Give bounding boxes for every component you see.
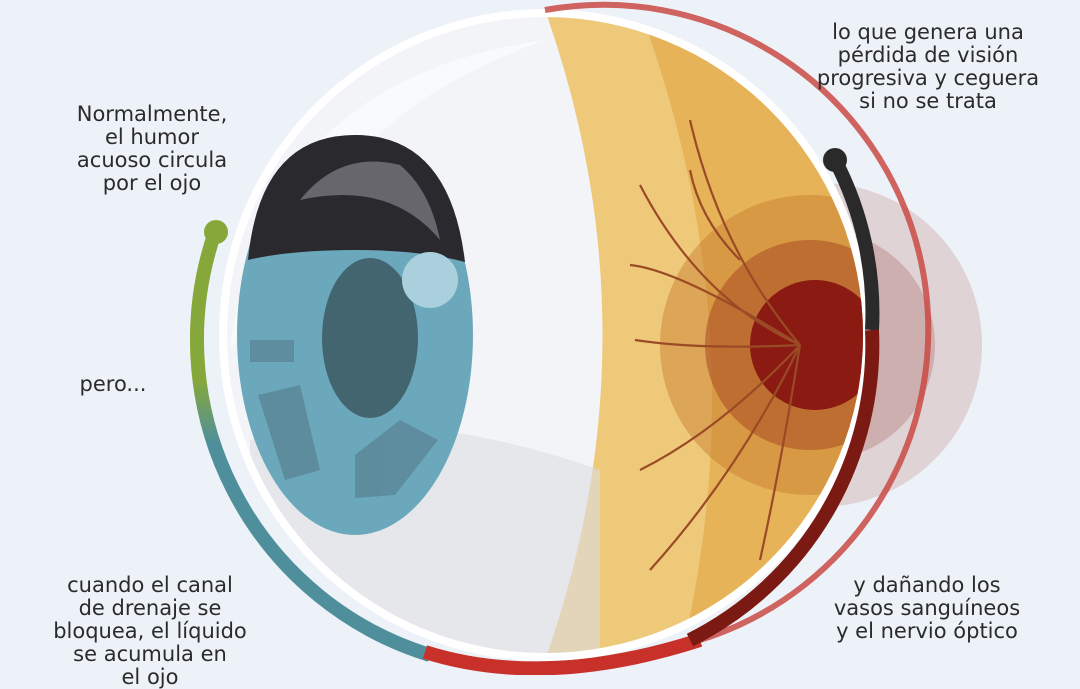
caption-blocked: cuando el canal de drenaje se bloquea, e… bbox=[53, 573, 247, 689]
arc-end-dot bbox=[823, 148, 847, 172]
caption-but: pero... bbox=[79, 372, 147, 396]
pupil bbox=[322, 258, 418, 418]
cornea-dark bbox=[248, 135, 465, 262]
sclera-edge-right bbox=[544, 1, 932, 643]
caption-normal: Normalmente, el humor acuoso circula por… bbox=[76, 102, 228, 195]
progress-arc-right bbox=[828, 156, 880, 331]
arc-start-dot bbox=[204, 220, 228, 244]
progress-arc-left bbox=[189, 229, 433, 662]
blood-vessels bbox=[629, 119, 802, 571]
eye-illustration bbox=[189, 1, 982, 675]
highlight bbox=[402, 252, 458, 308]
progress-arc-bottom bbox=[422, 633, 703, 675]
caption-damage: y dañando los vasos sanguíneos y el nerv… bbox=[833, 573, 1021, 643]
caption-loss: lo que genera una pérdida de visión prog… bbox=[816, 20, 1040, 113]
